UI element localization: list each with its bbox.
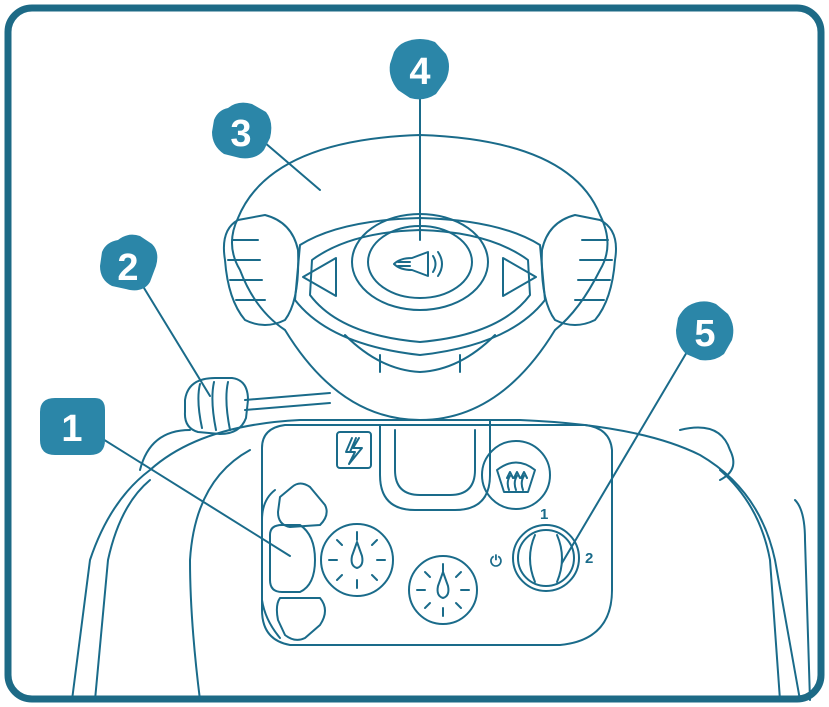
callout-label-1: 1 <box>61 408 82 450</box>
wiper-dial-position-1-label: 1 <box>540 506 548 523</box>
dashboard-body <box>71 419 801 701</box>
dashboard-inner-right <box>719 469 781 701</box>
callout-5-line <box>561 334 698 564</box>
windshield-defrost-button[interactable] <box>481 440 551 510</box>
callout-1-line <box>81 425 291 557</box>
dashboard-inner-left <box>94 479 151 701</box>
callout-badge-3: 3 <box>212 102 272 159</box>
left-grip <box>222 214 300 326</box>
gear-button-middle[interactable] <box>269 524 316 593</box>
gear-button-down[interactable] <box>275 597 326 641</box>
gear-shift-buttons[interactable] <box>261 482 328 641</box>
steering-column-inner <box>394 429 476 496</box>
rpm-gauge-icon <box>408 555 478 625</box>
gear-button-up[interactable] <box>277 482 328 528</box>
wiper-dial-position-2-label: 2 <box>585 550 593 567</box>
dashboard-shoulder-right <box>679 426 735 481</box>
callout-label-4: 4 <box>409 51 430 93</box>
arrow-left-icon[interactable] <box>302 257 337 297</box>
callout-badge-1: 1 <box>40 398 105 455</box>
steering-column <box>379 419 491 511</box>
horn-icon <box>393 251 443 277</box>
turn-signal-stalk[interactable] <box>183 377 331 435</box>
speedometer-gauge-icon <box>320 523 394 597</box>
windshield-defrost-icon <box>496 461 536 493</box>
control-panel <box>261 424 613 646</box>
callout-label-3: 3 <box>230 113 251 155</box>
dashboard-bottom-curve <box>189 449 251 701</box>
callout-badge-5: 5 <box>676 301 734 361</box>
callout-badge-4: 4 <box>389 39 449 100</box>
callout-badge-2: 2 <box>100 234 158 291</box>
arrow-right-icon[interactable] <box>502 257 537 297</box>
callout-label-2: 2 <box>117 247 138 289</box>
callout-label-5: 5 <box>694 313 715 355</box>
dashboard-side-right <box>794 499 811 701</box>
right-grip <box>540 214 617 326</box>
lightning-icon <box>336 431 372 469</box>
wiper-speed-dial[interactable] <box>512 524 580 592</box>
wiper-dial-off-label: ⏻ <box>490 553 502 570</box>
callout-2-line <box>132 269 211 397</box>
